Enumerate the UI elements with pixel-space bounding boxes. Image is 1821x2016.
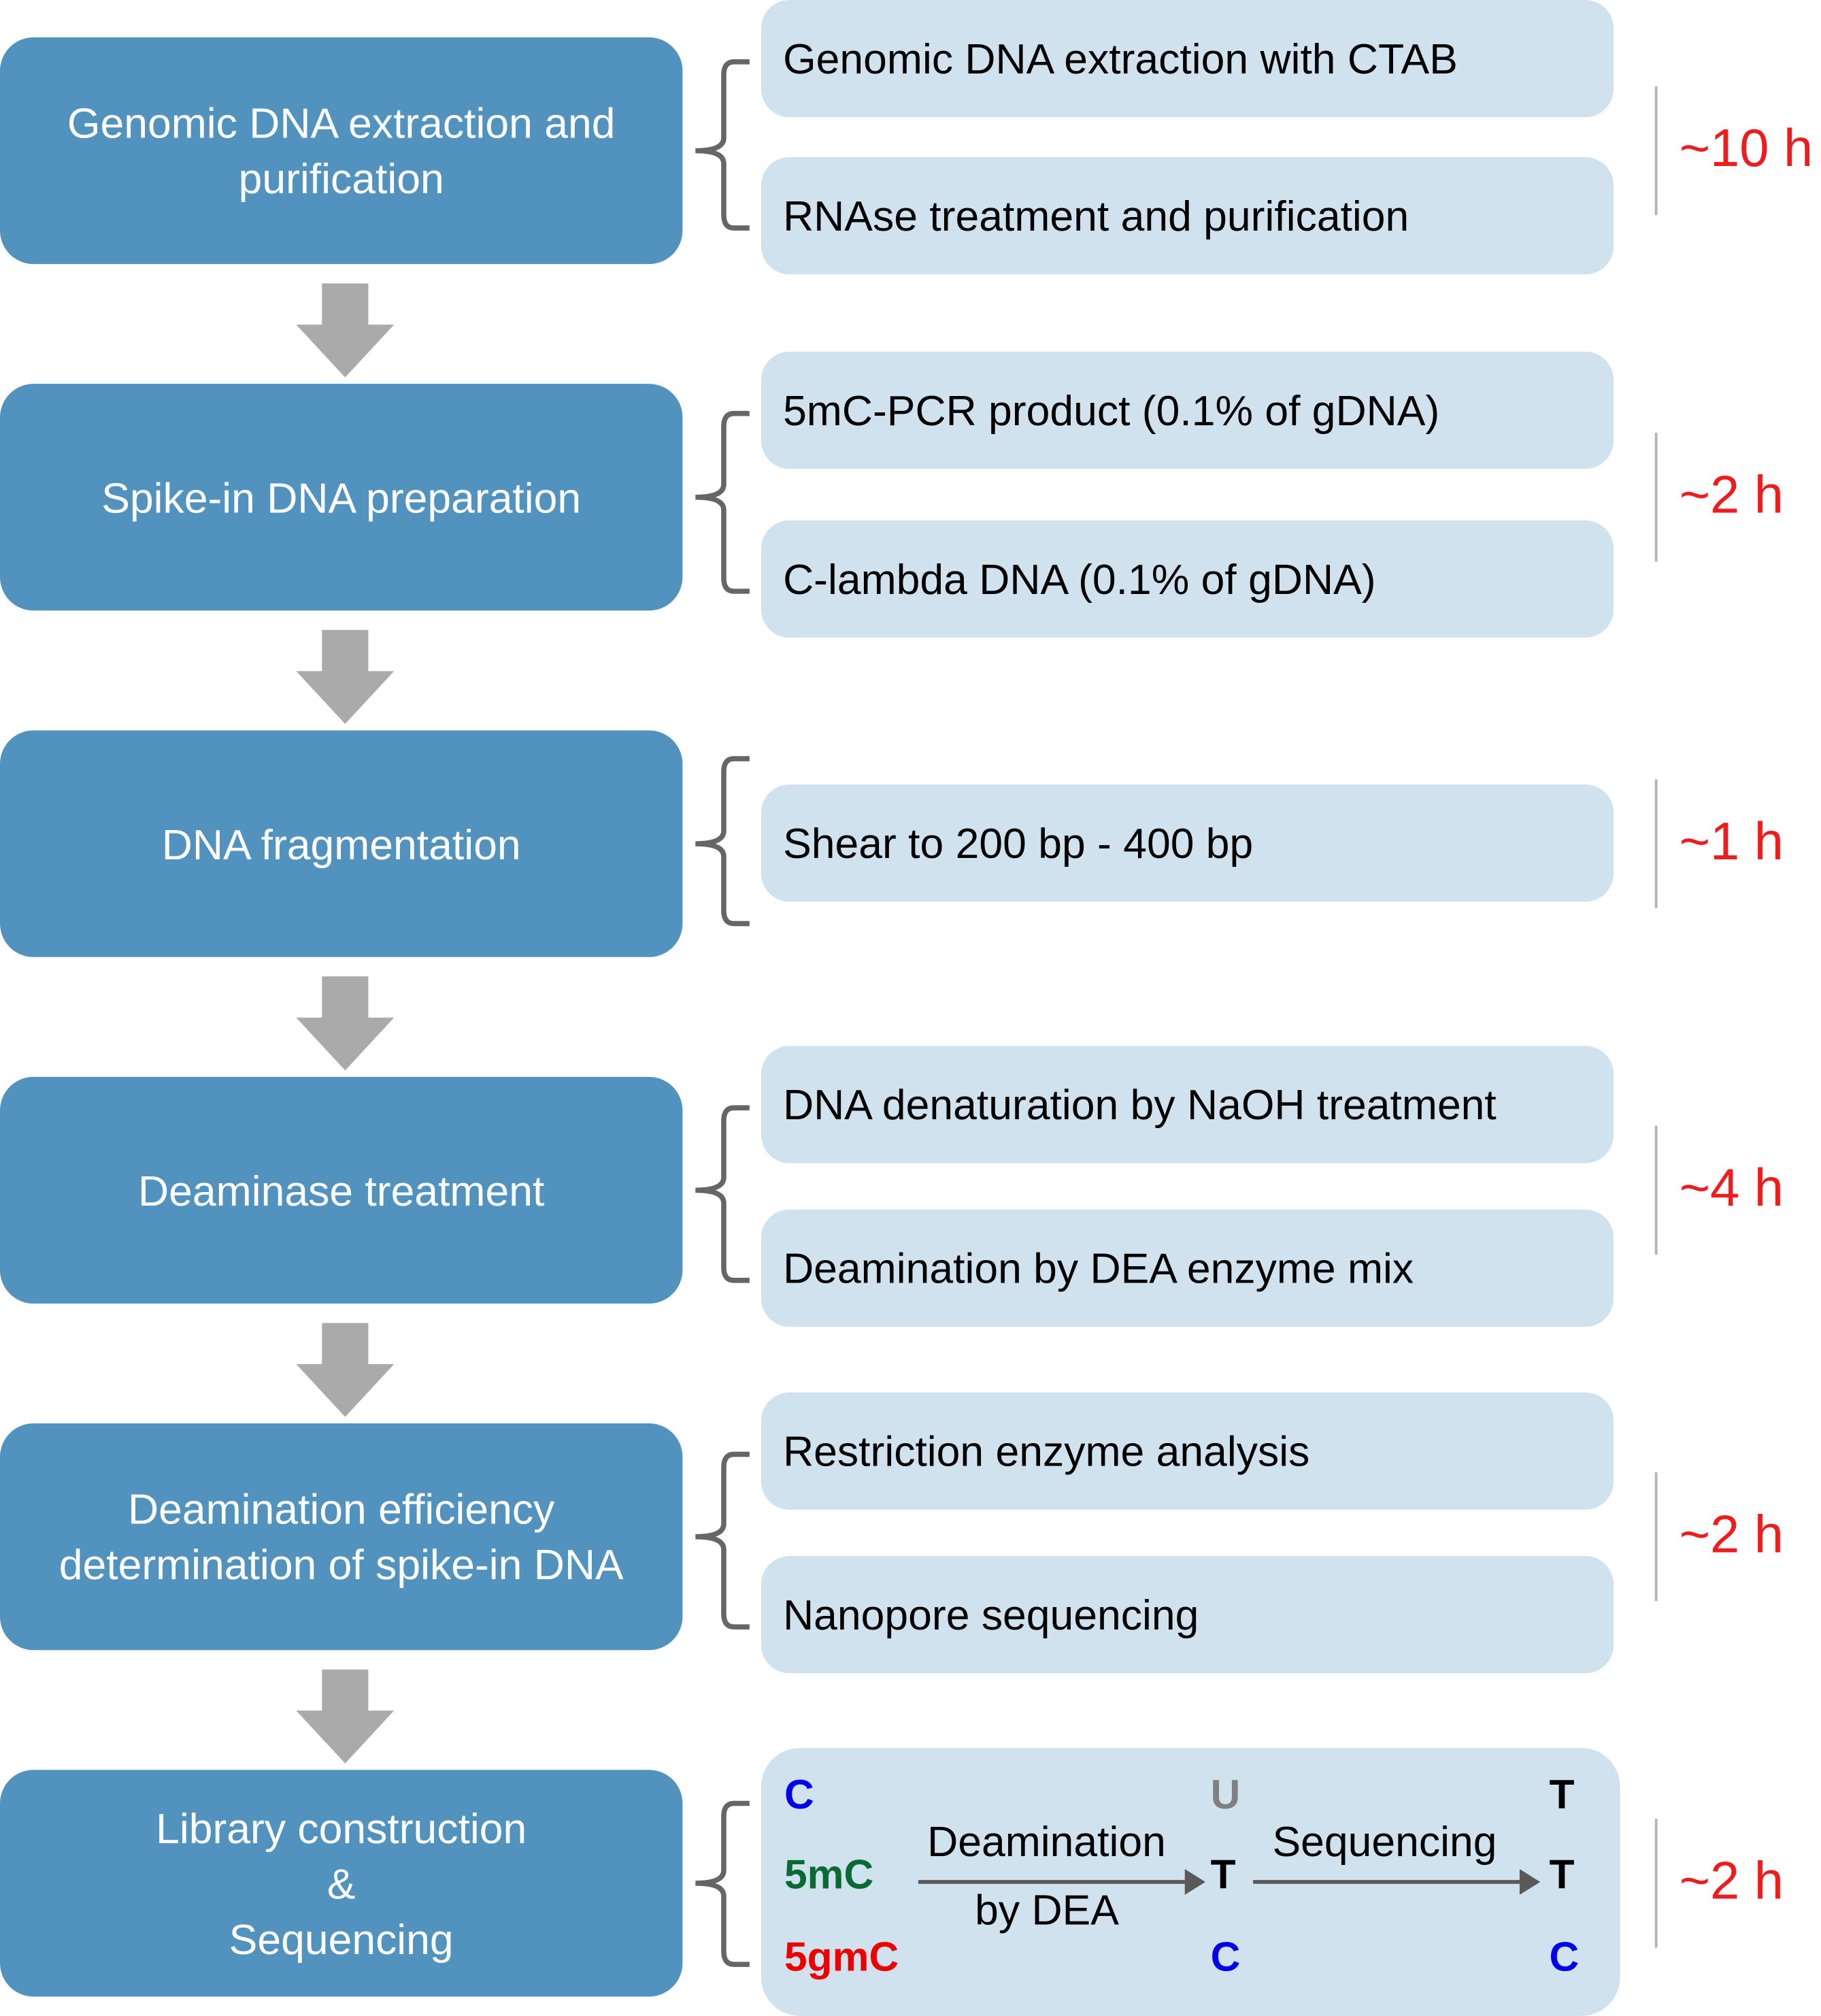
step-box: Deamination efficiency determination of … xyxy=(0,1423,683,1651)
brace-icon xyxy=(695,1451,750,1630)
substep-box: Genomic DNA extraction with CTAB xyxy=(761,0,1614,118)
time-estimate: ~10 h xyxy=(1679,118,1814,178)
brace-icon xyxy=(695,1105,750,1283)
step-box: Deaminase treatment xyxy=(0,1076,683,1304)
divider-line xyxy=(1654,433,1658,562)
substep-box: RNAse treatment and purification xyxy=(761,156,1614,275)
divider-line xyxy=(1654,1819,1658,1948)
brace-icon xyxy=(695,756,750,927)
nucleotide-label: 5gmC xyxy=(784,1933,899,1980)
brace-icon xyxy=(695,1800,750,1967)
time-estimate: ~4 h xyxy=(1679,1157,1784,1218)
step-box: Genomic DNA extraction and purification xyxy=(0,37,683,265)
step-box: DNA fragmentation xyxy=(0,730,683,957)
substep-box: Shear to 200 bp - 400 bp xyxy=(761,784,1614,902)
down-arrow-icon xyxy=(296,1669,395,1764)
divider-line xyxy=(1654,1472,1658,1602)
deamination-label: Deamination xyxy=(927,1817,1166,1866)
substep-box: DNA denaturation by NaOH treatment xyxy=(761,1046,1614,1163)
sequencing-arrow-icon xyxy=(1253,1869,1541,1895)
nucleotide-label: T xyxy=(1549,1851,1575,1898)
substep-box: Restriction enzyme analysis xyxy=(761,1392,1614,1510)
nucleotide-label: C xyxy=(1210,1933,1241,1980)
brace-icon xyxy=(695,59,750,231)
divider-line xyxy=(1654,1125,1658,1255)
nucleotide-label: U xyxy=(1210,1771,1241,1818)
sequencing-label: Sequencing xyxy=(1272,1817,1497,1866)
time-estimate: ~2 h xyxy=(1679,1851,1784,1911)
nucleotide-label: T xyxy=(1210,1851,1236,1898)
substep-box: Nanopore sequencing xyxy=(761,1555,1614,1674)
by-dea-label: by DEA xyxy=(975,1885,1119,1934)
time-estimate: ~1 h xyxy=(1679,811,1784,871)
time-estimate: ~2 h xyxy=(1679,1504,1784,1564)
substep-box: C-lambda DNA (0.1% of gDNA) xyxy=(761,520,1614,638)
substep-box: Deamination by DEA enzyme mix xyxy=(761,1209,1614,1327)
time-estimate: ~2 h xyxy=(1679,465,1784,525)
brace-icon xyxy=(695,410,750,594)
step-box: Library construction & Sequencing xyxy=(0,1770,683,1997)
down-arrow-icon xyxy=(296,629,395,724)
nucleotide-label: T xyxy=(1549,1771,1575,1818)
down-arrow-icon xyxy=(296,976,395,1071)
nucleotide-label: C xyxy=(784,1771,814,1818)
nucleotide-label: 5mC xyxy=(784,1851,874,1898)
down-arrow-icon xyxy=(296,283,395,378)
down-arrow-icon xyxy=(296,1323,395,1417)
divider-line xyxy=(1654,86,1658,216)
deamination-arrow-icon xyxy=(918,1869,1206,1895)
nucleotide-label: C xyxy=(1549,1933,1580,1980)
substep-box: 5mC-PCR product (0.1% of gDNA) xyxy=(761,351,1614,469)
step-box: Spike-in DNA preparation xyxy=(0,384,683,611)
divider-line xyxy=(1654,779,1658,908)
